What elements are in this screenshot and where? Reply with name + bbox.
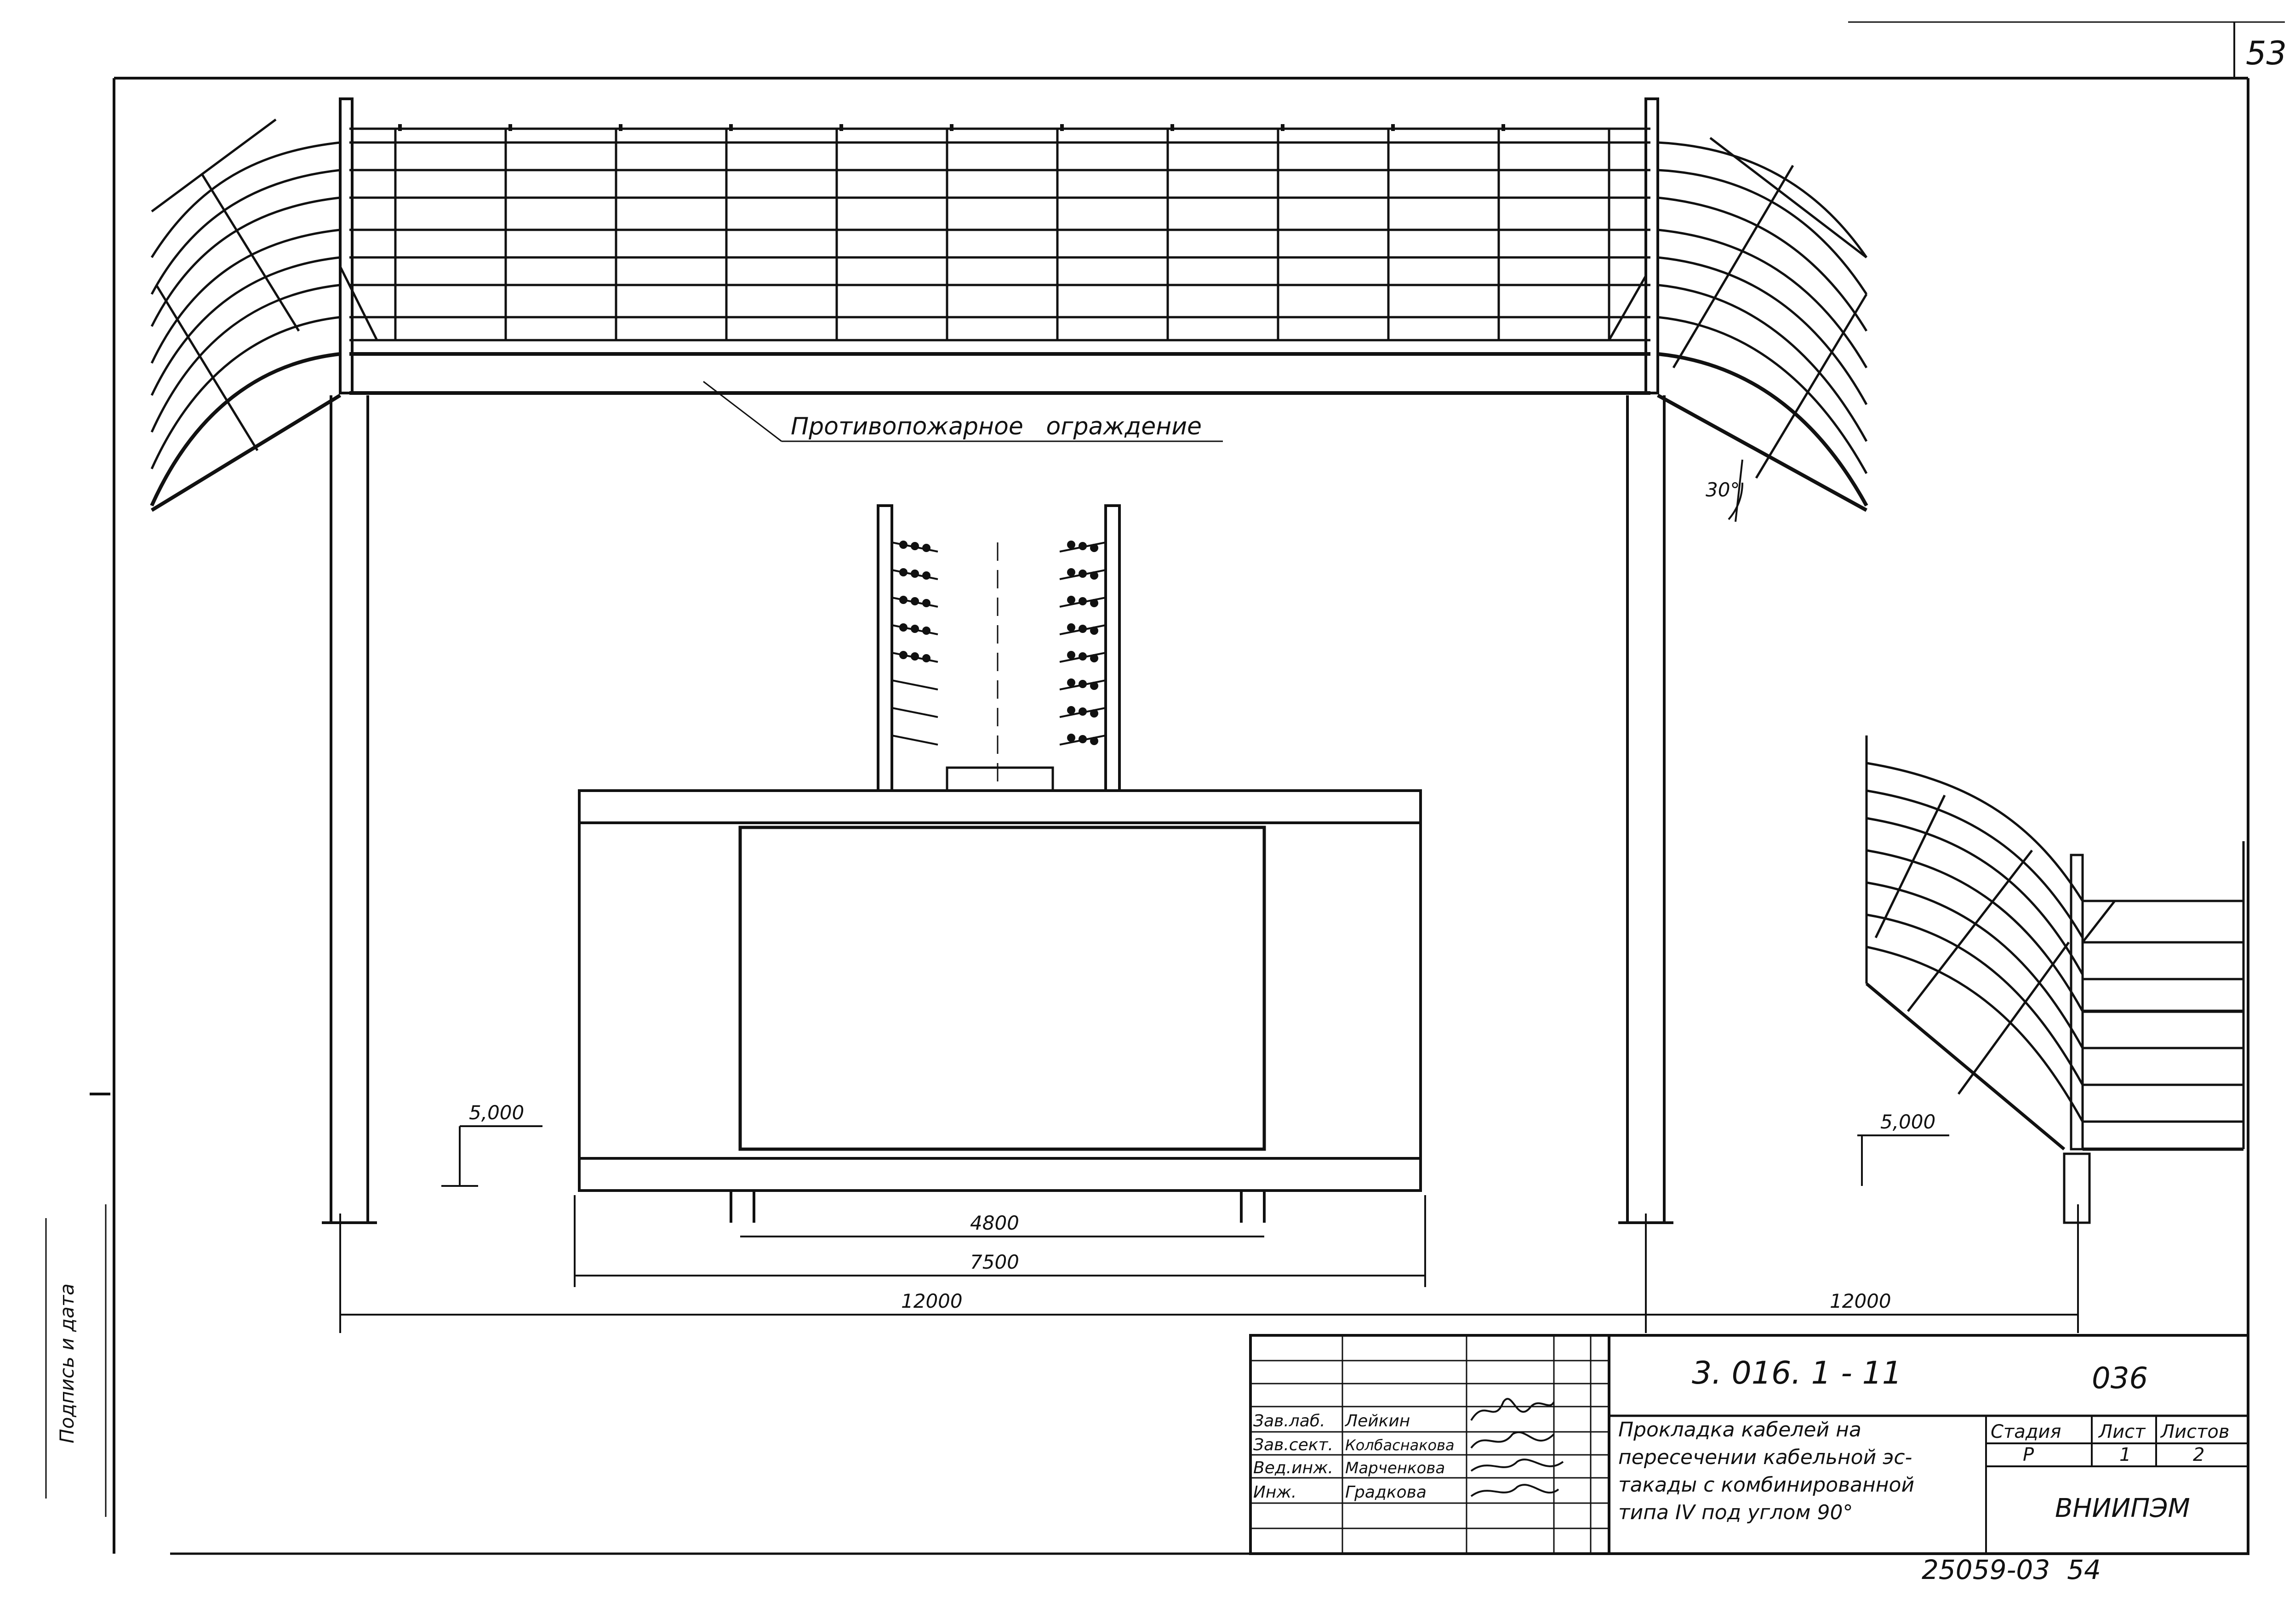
sheet-header: Лист	[2098, 1421, 2146, 1442]
stage-value: Р	[2023, 1444, 2034, 1465]
sheet-value: 1	[2119, 1444, 2131, 1465]
dimension-lines	[339, 1195, 2079, 1333]
doc-code: 3. 016. 1 - 11	[1692, 1355, 1902, 1391]
fire-barrier-label: Противопожарное ограждение	[791, 413, 1202, 440]
staff-role: Инж.	[1253, 1483, 1296, 1502]
overhead-trestle	[150, 97, 1868, 1224]
corner-sheet-number: 53	[2246, 34, 2287, 72]
staff-role: Вед.инж.	[1253, 1459, 1333, 1477]
organization: ВНИИПЭМ	[2055, 1493, 2190, 1523]
dim-right: 12000	[1830, 1290, 1891, 1312]
title-line-2: пересечении кабельной эс-	[1618, 1446, 1912, 1469]
stage-header: Стадия	[1991, 1421, 2061, 1442]
side-view	[1857, 735, 2245, 1224]
staff-name: Марченкова	[1345, 1459, 1445, 1477]
sheets-header: Листов	[2160, 1421, 2229, 1442]
sheet-frame	[45, 21, 2285, 1555]
staff-role: Зав.сект.	[1253, 1436, 1333, 1454]
fire-barrier-leader	[703, 381, 782, 442]
staff-rows: Зав.лаб. Лейкин Зав.сект. Колбаснакова В…	[1253, 1412, 1455, 1502]
combined-trestle	[578, 504, 1422, 1223]
sheet-code: 036	[2092, 1362, 2148, 1396]
margin-note: Подпись и дата	[56, 1283, 78, 1443]
dim-middle: 7500	[970, 1251, 1019, 1273]
angle-label: 30°	[1706, 479, 1740, 501]
staff-name: Лейкин	[1344, 1412, 1410, 1430]
level-left-label: 5,000	[469, 1101, 524, 1124]
bottom-stamp: 25059-03 54	[1922, 1554, 2101, 1585]
dim-inner: 4800	[970, 1212, 1019, 1234]
sheets-value: 2	[2193, 1444, 2204, 1465]
title-line-4: типа IV под углом 90°	[1618, 1501, 1853, 1524]
level-mark-left	[441, 1125, 542, 1187]
staff-role: Зав.лаб.	[1253, 1412, 1325, 1430]
dim-overall: 12000	[901, 1290, 963, 1312]
title-block-grid	[1249, 1334, 2249, 1555]
staff-name: Градкова	[1345, 1483, 1427, 1502]
title-line-1: Прокладка кабелей на	[1618, 1418, 1861, 1442]
signatures	[1470, 1398, 1564, 1497]
title-line-3: такады с комбинированной	[1618, 1473, 1914, 1497]
level-right-label: 5,000	[1880, 1111, 1935, 1133]
staff-name: Колбаснакова	[1345, 1436, 1455, 1454]
